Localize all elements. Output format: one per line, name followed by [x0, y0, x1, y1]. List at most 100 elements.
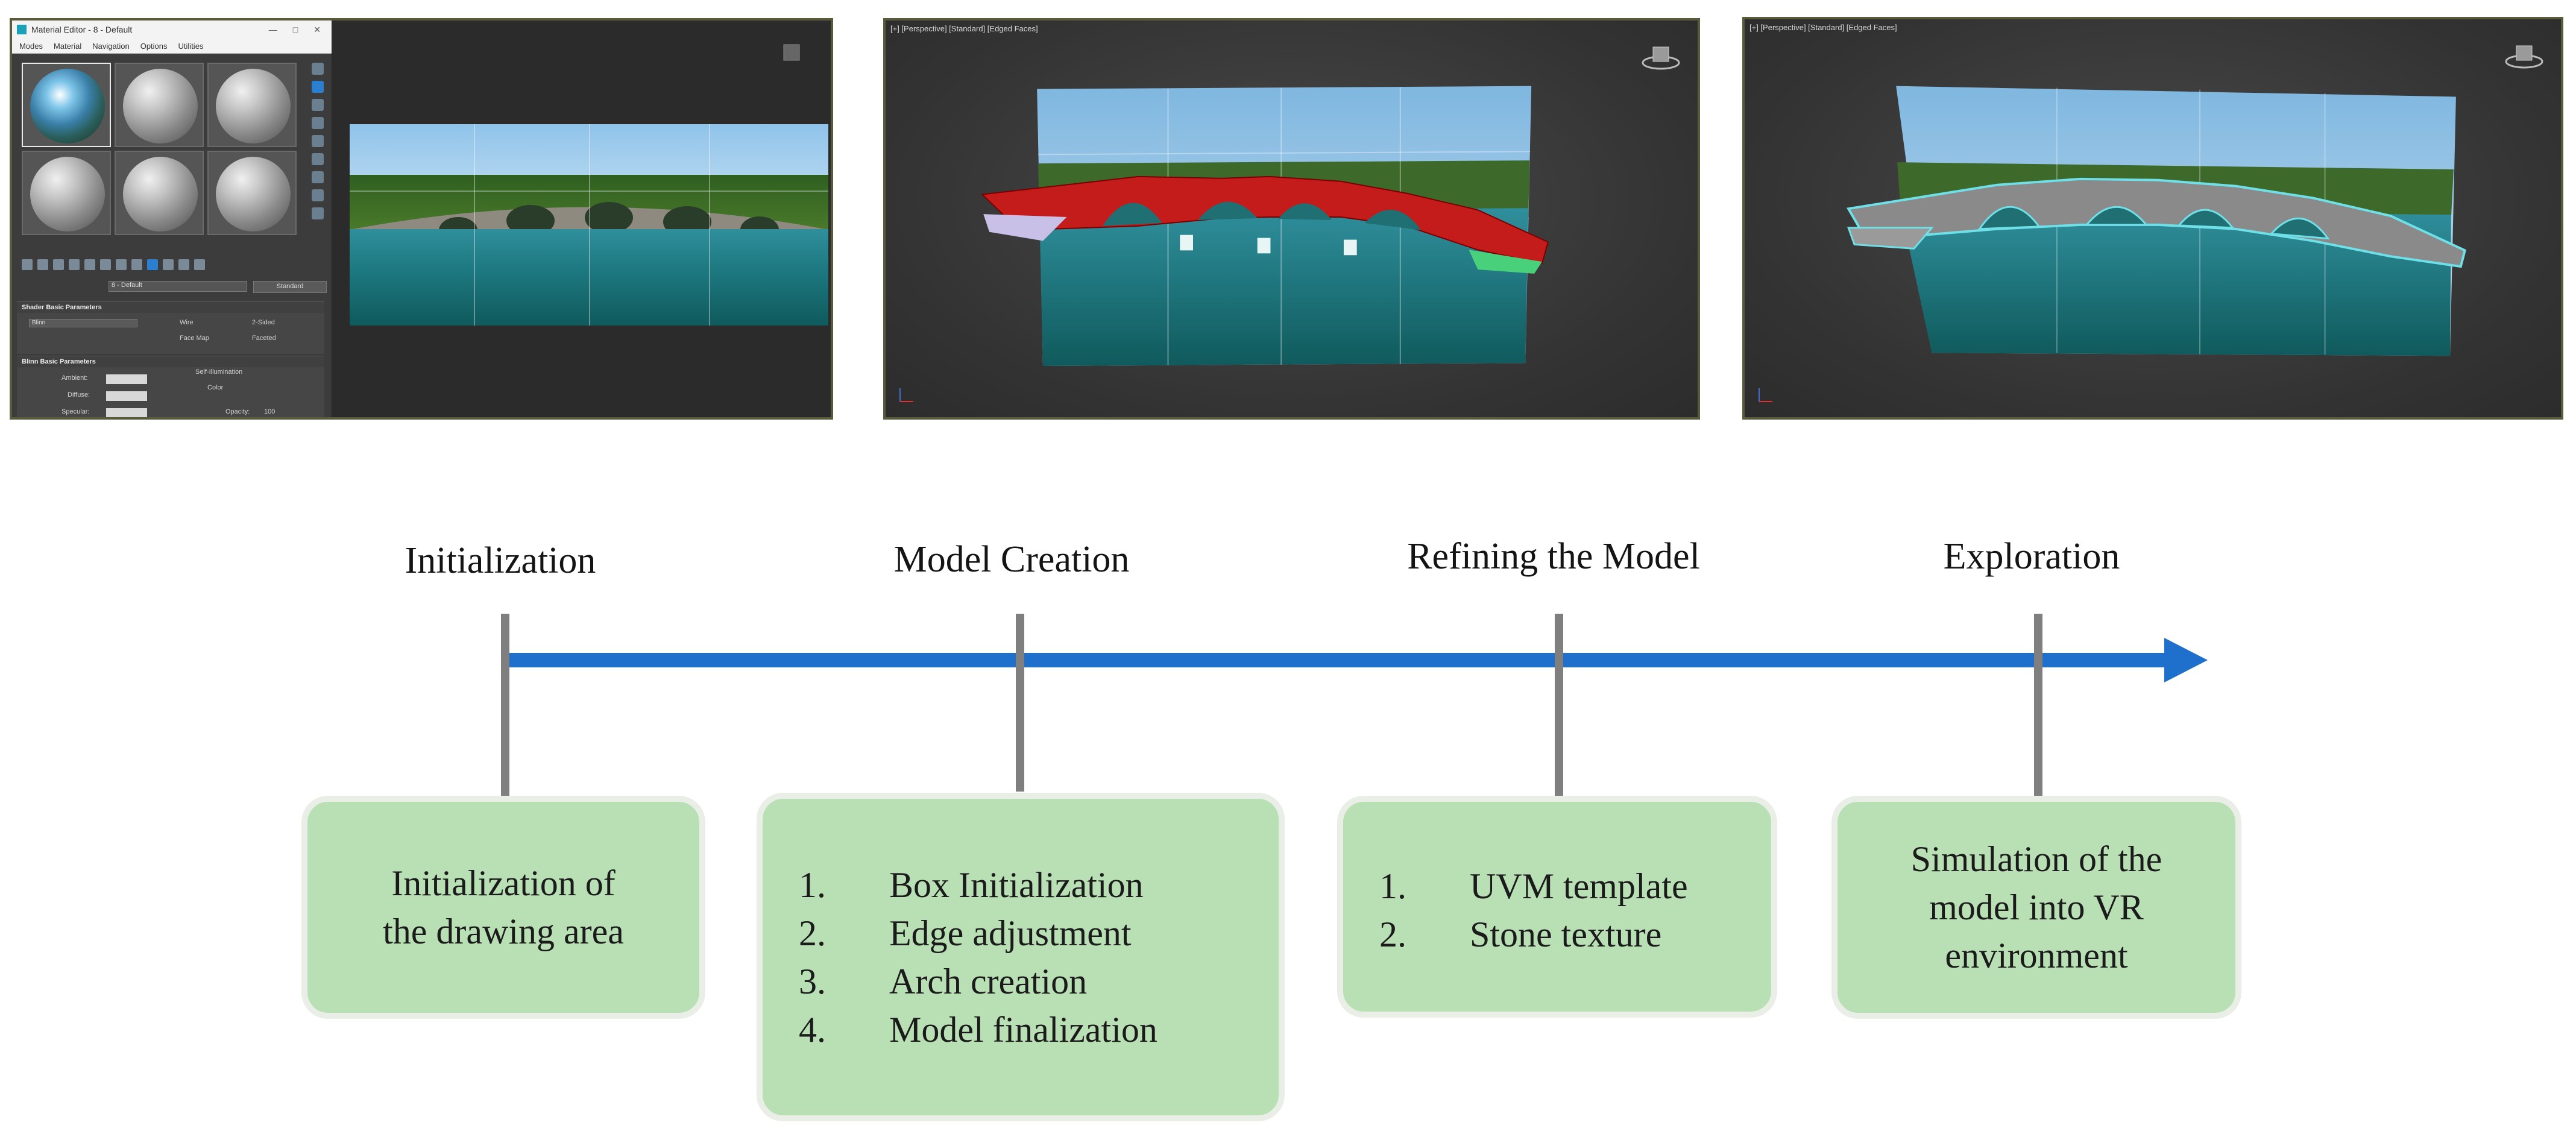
bridge-textured-model	[1846, 86, 2467, 356]
reset-map-icon[interactable]	[69, 259, 80, 270]
menu-options[interactable]: Options	[140, 41, 168, 51]
viewcube-icon[interactable]	[2503, 43, 2545, 70]
backlight-icon[interactable]	[312, 81, 324, 93]
stage-title-initialization: Initialization	[405, 540, 596, 581]
axis-gizmo-icon	[899, 388, 913, 402]
options-icon[interactable]	[312, 171, 324, 183]
make-preview-icon[interactable]	[312, 153, 324, 165]
river-bridge-photo	[350, 124, 828, 326]
stage-box-exploration: Simulation of the model into VR environm…	[1831, 796, 2241, 1019]
stage-description: Initialization of the drawing area	[307, 859, 699, 956]
list-item: 4.Model finalization	[799, 1010, 1157, 1050]
show-in-viewport-icon[interactable]	[147, 259, 158, 270]
put-to-library-icon[interactable]	[116, 259, 127, 270]
shader-basic-header[interactable]: Shader Basic Parameters	[17, 302, 324, 313]
axis-gizmo-icon	[1759, 388, 1772, 402]
diffuse-label: Diffuse:	[68, 391, 90, 398]
material-id-icon[interactable]	[131, 259, 142, 270]
menu-material[interactable]: Material	[54, 41, 82, 51]
timeline-tick	[501, 614, 509, 801]
stage-step-list: 1.UVM template 2.Stone texture	[1379, 862, 1688, 959]
sample-slot[interactable]	[207, 63, 297, 147]
opacity-value[interactable]: 100	[264, 408, 276, 415]
description-line: the drawing area	[383, 912, 624, 951]
stage-title-model-creation: Model Creation	[893, 539, 1130, 580]
viewport-label[interactable]: [+] [Perspective] [Standard] [Edged Face…	[890, 24, 1038, 33]
viewcube-icon[interactable]	[1640, 45, 1682, 71]
stage-description: Simulation of the model into VR environm…	[1838, 835, 2235, 980]
assign-to-selection-icon[interactable]	[53, 259, 64, 270]
go-to-parent-icon[interactable]	[178, 259, 189, 270]
two-sided-checkbox-label[interactable]: 2-Sided	[252, 319, 275, 326]
specular-label: Specular:	[61, 408, 90, 415]
viewport-label[interactable]: [+] [Perspective] [Standard] [Edged Face…	[1749, 23, 1897, 32]
description-line: Simulation of the	[1910, 839, 2162, 879]
menu-navigation[interactable]: Navigation	[92, 41, 130, 51]
maximize-icon[interactable]: □	[292, 24, 298, 34]
sample-slot[interactable]	[22, 151, 111, 235]
sample-slot-active[interactable]	[22, 63, 111, 147]
refined-model-viewport: [+] [Perspective] [Standard] [Edged Face…	[1742, 17, 2563, 420]
faceted-checkbox-label[interactable]: Faceted	[252, 335, 276, 342]
material-editor-menubar: Modes Material Navigation Options Utilit…	[12, 39, 332, 54]
description-line: model into VR	[1929, 887, 2144, 927]
opacity-label: Opacity:	[225, 408, 250, 415]
menu-utilities[interactable]: Utilities	[178, 41, 204, 51]
stage-step-list: 1.Box Initialization 2.Edge adjustment 3…	[799, 861, 1157, 1054]
material-editor-window: Material Editor - 8 - Default — □ ✕ Mode…	[12, 20, 332, 417]
copy-material-icon[interactable]	[84, 259, 95, 270]
arrow-head-icon	[2164, 638, 2208, 682]
go-forward-icon[interactable]	[194, 259, 205, 270]
ambient-label: Ambient:	[61, 374, 88, 382]
list-item: 2.Stone texture	[1379, 915, 1662, 954]
stage-box-refining-the-model: 1.UVM template 2.Stone texture	[1337, 796, 1777, 1018]
description-line: Initialization of	[391, 863, 616, 903]
select-by-material-icon[interactable]	[312, 189, 324, 201]
bridge-box-model	[981, 86, 1549, 367]
blinn-basic-rollout: Blinn Basic Parameters Ambient: Diffuse:…	[17, 356, 324, 417]
description-line: environment	[1945, 936, 2128, 975]
wire-checkbox-label[interactable]: Wire	[180, 319, 194, 326]
specular-color-swatch[interactable]	[106, 408, 147, 417]
ambient-color-swatch[interactable]	[106, 374, 147, 384]
diffuse-color-swatch[interactable]	[106, 391, 147, 401]
timeline-tick	[1016, 614, 1024, 792]
shader-type-dropdown[interactable]: Blinn	[29, 319, 137, 327]
sample-type-icon[interactable]	[312, 63, 324, 75]
model-creation-viewport: [+] [Perspective] [Standard] [Edged Face…	[883, 18, 1700, 420]
make-unique-icon[interactable]	[100, 259, 111, 270]
self-illumination-label: Self-Illumination	[195, 368, 243, 376]
material-editor-title: Material Editor - 8 - Default	[31, 25, 133, 34]
get-material-icon[interactable]	[22, 259, 33, 270]
list-item: 1.UVM template	[1379, 866, 1688, 906]
stage-title-refining-the-model: Refining the Model	[1407, 536, 1700, 577]
material-sphere-icon	[123, 157, 198, 231]
sample-slot[interactable]	[115, 63, 204, 147]
minimize-icon[interactable]: —	[268, 24, 277, 34]
material-name-field[interactable]: 8 - Default	[109, 281, 247, 292]
video-color-check-icon[interactable]	[312, 135, 324, 147]
self-illum-color-label[interactable]: Color	[207, 384, 224, 391]
app-logo-icon	[17, 25, 27, 34]
shader-basic-rollout: Shader Basic Parameters Blinn Wire 2-Sid…	[17, 301, 324, 354]
list-item: 1.Box Initialization	[799, 865, 1144, 905]
material-sphere-icon	[123, 69, 198, 143]
close-icon[interactable]: ✕	[313, 24, 321, 34]
material-sphere-icon	[30, 69, 105, 143]
menu-modes[interactable]: Modes	[19, 41, 43, 51]
material-navigator-icon[interactable]	[312, 207, 324, 219]
sample-slot[interactable]	[207, 151, 297, 235]
background-icon[interactable]	[312, 99, 324, 111]
show-end-result-icon[interactable]	[163, 259, 174, 270]
sample-slot[interactable]	[115, 151, 204, 235]
stage-title-exploration: Exploration	[1943, 536, 2120, 577]
material-type-button[interactable]: Standard	[253, 281, 327, 293]
timeline-tick	[2034, 614, 2042, 801]
blinn-basic-header[interactable]: Blinn Basic Parameters	[17, 356, 324, 367]
viewcube-icon[interactable]	[770, 42, 813, 69]
uv-tiling-icon[interactable]	[312, 117, 324, 129]
face-map-checkbox-label[interactable]: Face Map	[180, 335, 209, 342]
material-editor-side-toolbar	[307, 63, 328, 292]
material-editor-titlebar: Material Editor - 8 - Default — □ ✕	[12, 20, 332, 39]
put-to-scene-icon[interactable]	[37, 259, 48, 270]
